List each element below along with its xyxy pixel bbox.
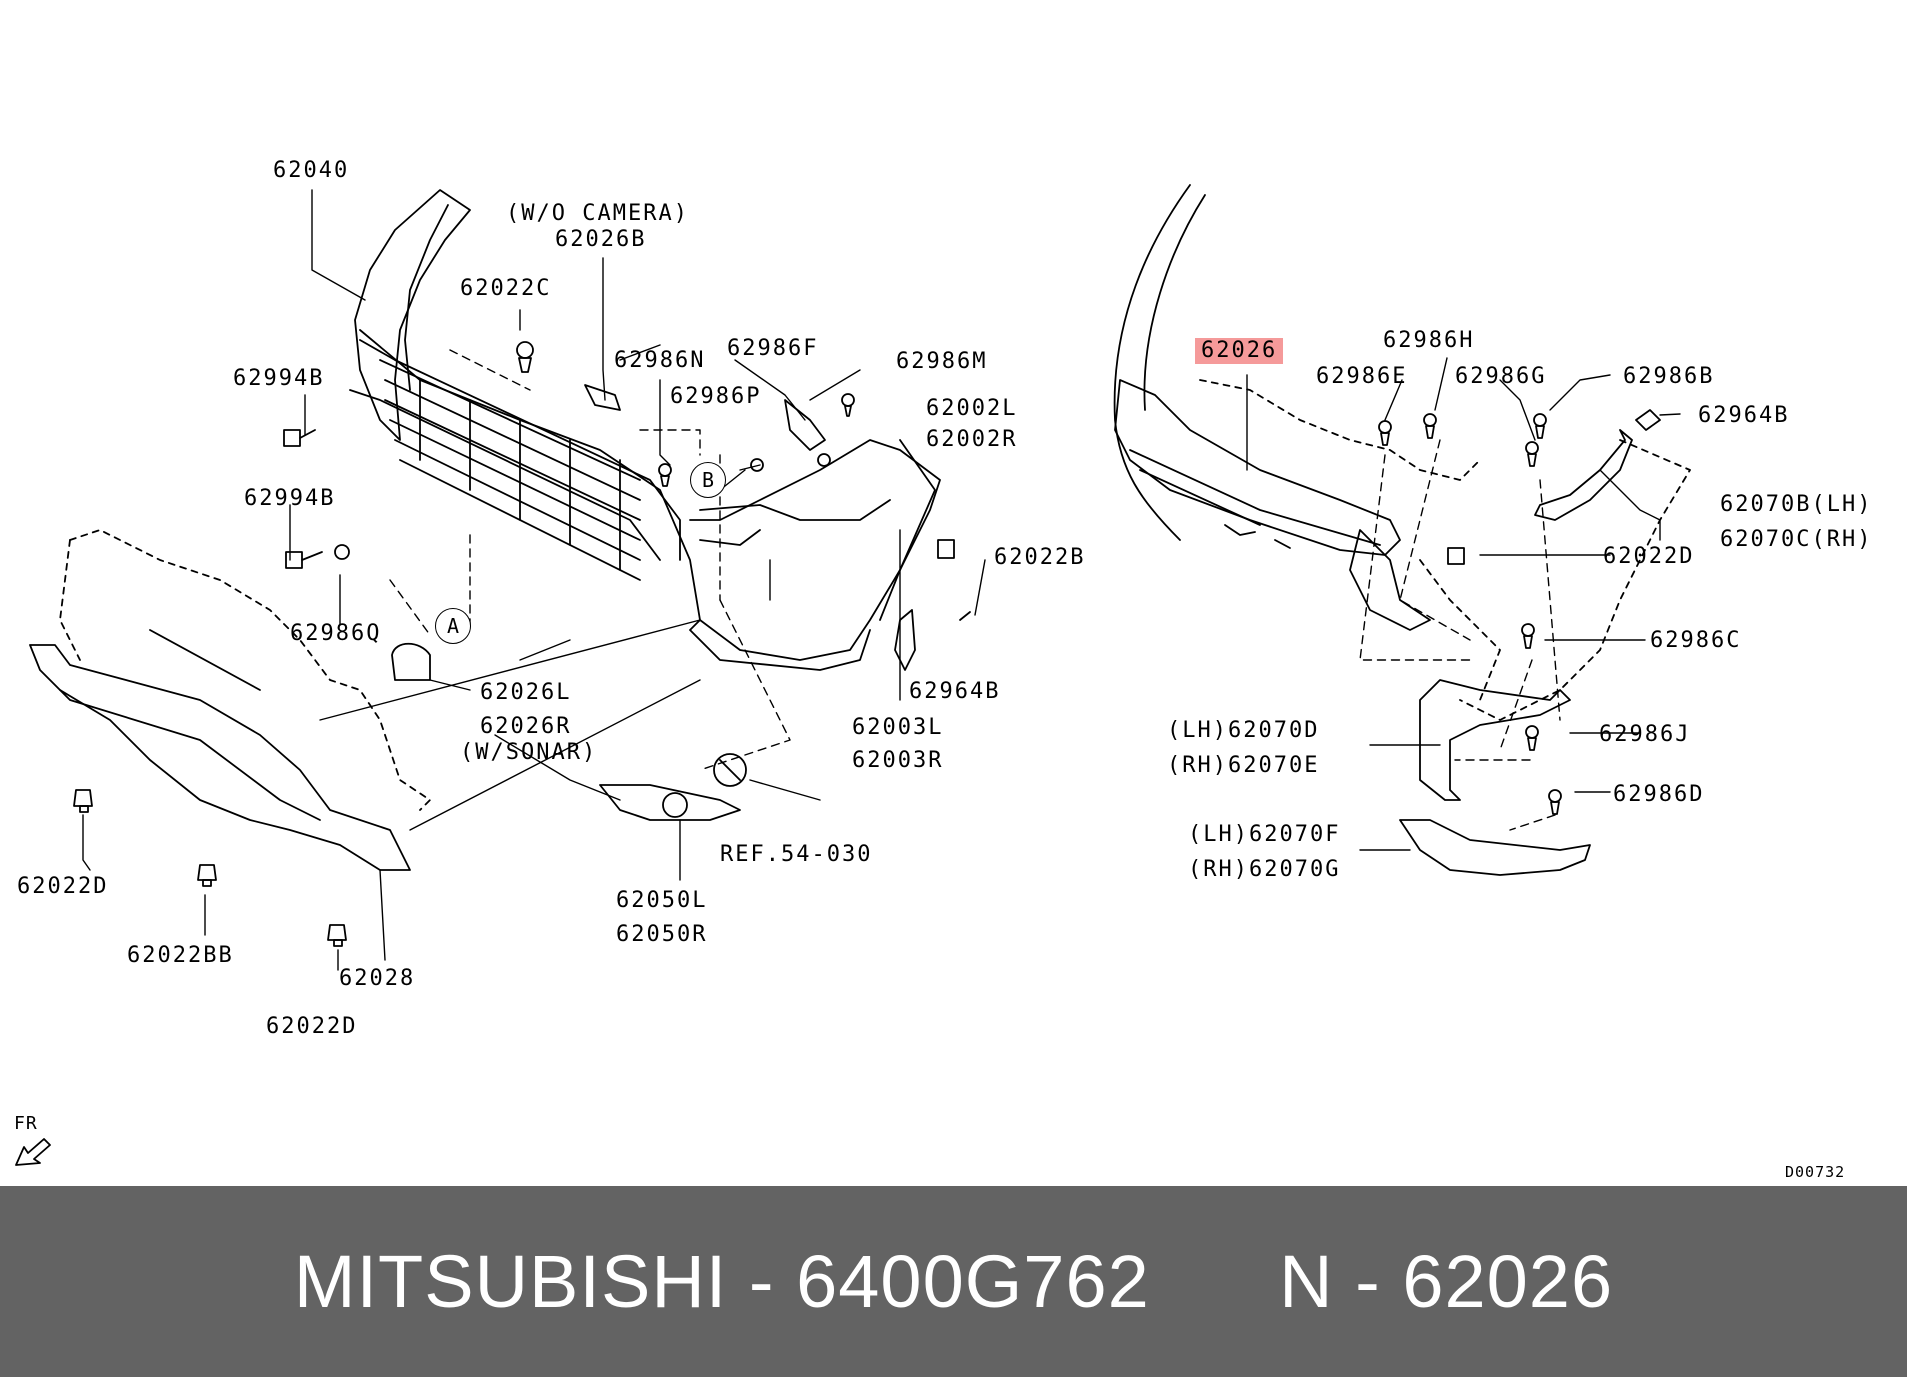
label-62070d: (LH)62070D bbox=[1167, 718, 1320, 743]
label-62022d-bottom: 62022D bbox=[266, 1014, 358, 1039]
n-label: N bbox=[1279, 1240, 1334, 1323]
label-62070b-lh: 62070B(LH) bbox=[1720, 492, 1873, 517]
spacer bbox=[1150, 1239, 1279, 1324]
label-62028: 62028 bbox=[339, 966, 416, 991]
label-62986q: 62986Q bbox=[290, 621, 382, 646]
label-62994b-bottom: 62994B bbox=[244, 486, 336, 511]
reference-number: 62026 bbox=[1402, 1240, 1614, 1323]
label-62070f: (LH)62070F bbox=[1188, 822, 1341, 847]
label-62070e: (RH)62070E bbox=[1167, 753, 1320, 778]
label-62994b-top: 62994B bbox=[233, 366, 325, 391]
label-62022d-left: 62022D bbox=[17, 874, 109, 899]
label-62026-highlighted: 62026 bbox=[1195, 338, 1284, 364]
label-62003l: 62003L bbox=[852, 715, 944, 740]
label-62964b-left: 62964B bbox=[909, 679, 1001, 704]
label-62003r: 62003R bbox=[852, 748, 944, 773]
label-62986d: 62986D bbox=[1613, 782, 1705, 807]
lower-clips bbox=[73, 789, 347, 947]
callout-b: B bbox=[690, 462, 726, 498]
exploded-view-drawing bbox=[29, 184, 1691, 971]
label-62986f: 62986F bbox=[727, 336, 819, 361]
lower-bumper-62028 bbox=[29, 529, 431, 871]
brand-name: MITSUBISHI bbox=[293, 1240, 728, 1323]
label-62986e: 62986E bbox=[1316, 364, 1408, 389]
label-62986p: 62986P bbox=[670, 384, 762, 409]
label-62986n: 62986N bbox=[614, 348, 706, 373]
separator: - bbox=[1333, 1240, 1403, 1323]
label-62040: 62040 bbox=[273, 158, 350, 183]
parts-diagram: 62040 (W/O CAMERA) 62026B 62022C 62986N … bbox=[14, 158, 1873, 1181]
label-ref-54-030: REF.54-030 bbox=[720, 842, 873, 867]
label-62050r: 62050R bbox=[616, 922, 708, 947]
label-62986h: 62986H bbox=[1383, 328, 1475, 353]
label-62026b: 62026B bbox=[555, 227, 647, 252]
label-62022b: 62022B bbox=[994, 545, 1086, 570]
label-62986g: 62986G bbox=[1455, 364, 1547, 389]
label-62964b-right: 62964B bbox=[1698, 403, 1790, 428]
label-62986j: 62986J bbox=[1599, 722, 1691, 747]
leader-lines-left bbox=[82, 189, 986, 971]
front-direction-indicator: FR bbox=[14, 1115, 54, 1172]
label-62022bb: 62022BB bbox=[127, 943, 234, 968]
part-number: 6400G762 bbox=[796, 1240, 1150, 1323]
diagram-code: D00732 bbox=[1785, 1163, 1846, 1181]
label-62986m: 62986M bbox=[896, 349, 988, 374]
label-62002r: 62002R bbox=[926, 427, 1018, 452]
label-62070c-rh: 62070C(RH) bbox=[1720, 527, 1873, 552]
leader-lines-right bbox=[1246, 357, 1681, 851]
bumper-cover-right-62026 bbox=[1113, 184, 1691, 721]
bumper-cover-upper bbox=[359, 329, 941, 671]
separator: - bbox=[727, 1240, 797, 1323]
label-62026r: 62026R bbox=[480, 714, 572, 739]
label-62026l: 62026L bbox=[480, 680, 572, 705]
label-62002l: 62002L bbox=[926, 396, 1018, 421]
part-info-footer: MITSUBISHI - 6400G762 N - 62026 bbox=[0, 1186, 1907, 1377]
label-62986c: 62986C bbox=[1650, 628, 1742, 653]
label-62070g: (RH)62070G bbox=[1188, 857, 1341, 882]
label-62050l: 62050L bbox=[616, 888, 708, 913]
footer-text: MITSUBISHI - 6400G762 N - 62026 bbox=[0, 1186, 1907, 1377]
label-62022c: 62022C bbox=[460, 276, 552, 301]
bumper-frame-62040 bbox=[349, 189, 681, 561]
fasteners-right bbox=[1378, 409, 1661, 815]
label-w-sonar: (W/SONAR) bbox=[460, 740, 598, 765]
fasteners-left bbox=[283, 341, 971, 821]
label-62986b: 62986B bbox=[1623, 364, 1715, 389]
label-wo-camera: (W/O CAMERA) bbox=[506, 201, 689, 226]
front-arrow-icon bbox=[15, 1138, 51, 1166]
fr-label: FR bbox=[14, 1113, 38, 1134]
label-62022d-right: 62022D bbox=[1603, 544, 1695, 569]
callout-a: A bbox=[435, 608, 471, 644]
